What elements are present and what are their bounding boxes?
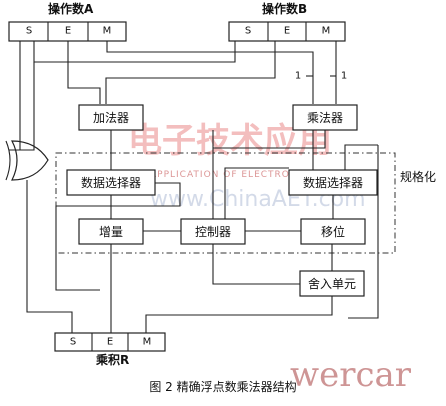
watermark: 电子技术应用 APPLICATION OF ELECTRONIC TECHNIQ… (128, 121, 412, 395)
multiplier-input-bit-label: 1 (295, 71, 301, 82)
normalization-region (55, 152, 396, 254)
operand-a: 操作数A S E M (8, 1, 127, 42)
operand-b-title: 操作数B (262, 1, 307, 16)
multiplier-label: 乘法器 (307, 111, 343, 125)
operand-a-e: E (65, 26, 71, 37)
operand-b-m: M (322, 26, 331, 37)
internal-wires (26, 130, 379, 333)
normalization-label: 规格化 (400, 169, 436, 184)
mux-left-block: 数据选择器 (66, 169, 156, 196)
operand-b-register (228, 21, 346, 42)
product-s: S (70, 337, 76, 348)
operand-b-e: E (284, 26, 290, 37)
product-e: E (107, 337, 113, 348)
product-title: 乘积R (95, 352, 129, 367)
shift-label: 移位 (321, 224, 345, 239)
increment-label: 增量 (99, 225, 123, 239)
operand-b-s: S (245, 26, 251, 37)
controller-label: 控制器 (195, 225, 231, 239)
operand-a-title: 操作数A (48, 1, 94, 16)
rounding-block: 舍入单元 (299, 270, 365, 297)
rounding-label: 舍入单元 (308, 276, 356, 291)
mux-left-label: 数据选择器 (81, 175, 141, 190)
multiplier-input-bit-label: 1 (341, 71, 347, 82)
product-register (54, 332, 166, 352)
figure-caption: 图 2 精确浮点数乘法器结构 (149, 379, 296, 394)
mux-right-label: 数据选择器 (303, 175, 363, 190)
mux-right-block: 数据选择器 (288, 169, 378, 196)
operand-a-m: M (103, 26, 112, 37)
watermark-english: APPLICATION OF ELECTRONIC TECHNIQUE (150, 170, 374, 180)
product-m: M (143, 337, 152, 348)
xor-gate (5, 140, 49, 181)
operand-a-wires: 1 1 (9, 41, 347, 151)
operand-a-s: S (26, 26, 32, 37)
shift-block: 移位 (300, 218, 366, 245)
adder-block: 加法器 (78, 104, 144, 131)
product-r: S E M 乘积R (54, 332, 166, 367)
adder-label: 加法器 (93, 111, 129, 125)
watermark-corner: wercar (290, 355, 412, 395)
multiplier-block: 乘法器 (292, 104, 358, 131)
increment-block: 增量 (78, 218, 144, 245)
controller-block: 控制器 (180, 218, 246, 245)
operand-b: 操作数B S E M (228, 1, 346, 42)
